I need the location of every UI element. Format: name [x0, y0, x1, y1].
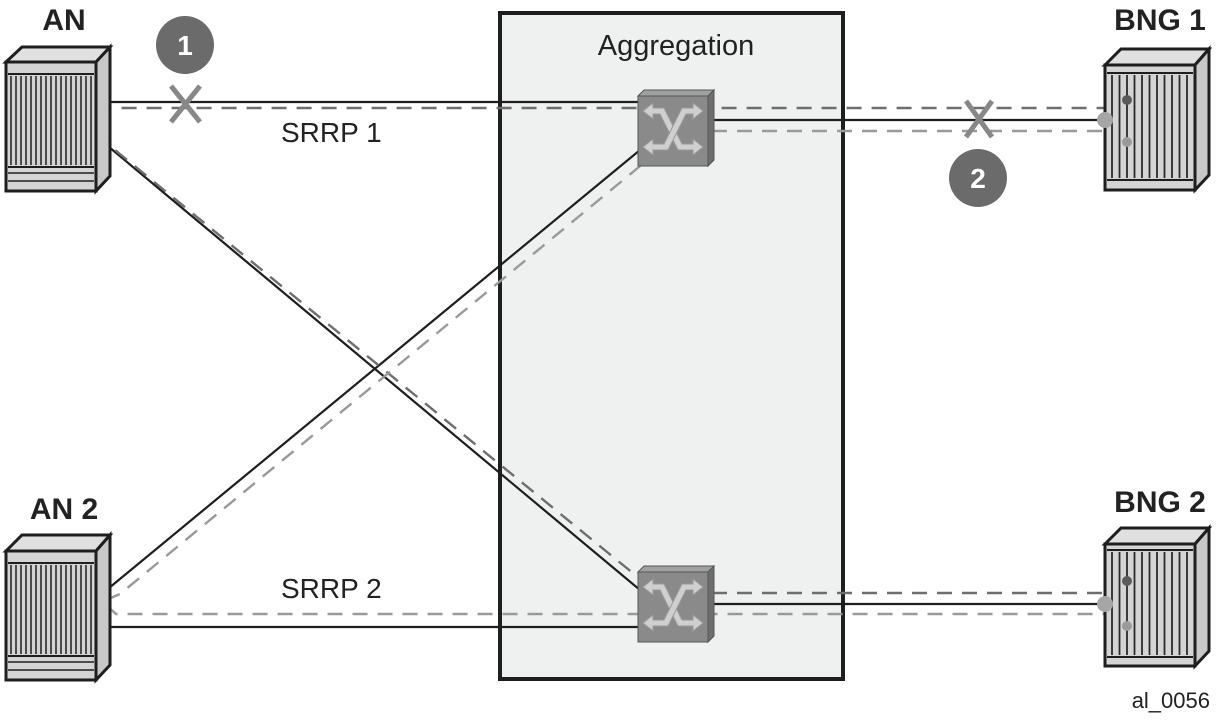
srrp2-path-bottom: [105, 604, 1105, 616]
bng-2[interactable]: BNG 2: [1097, 486, 1213, 670]
failure-x-2: [963, 99, 995, 139]
aggregation-switch-2[interactable]: [636, 564, 716, 644]
figure-id: al_0056: [1132, 688, 1210, 713]
an-label: AN: [42, 4, 85, 37]
physical-links: [108, 100, 1105, 629]
bng2-label: BNG 2: [1114, 486, 1206, 519]
bng1-label: BNG 1: [1114, 4, 1206, 37]
switch-icon: [642, 101, 704, 157]
chassis-icon: [2, 531, 114, 684]
aggregation-switch-1[interactable]: [636, 88, 716, 168]
failure-badge-1: 1: [156, 16, 214, 74]
port-indicator-light: [1122, 137, 1132, 147]
an2-label: AN 2: [30, 493, 98, 526]
aggregation-label: Aggregation: [598, 30, 754, 62]
port-connector: [1097, 596, 1113, 612]
port-indicator-light: [1122, 621, 1132, 631]
svg-text:1: 1: [177, 30, 193, 61]
srrp2-label: SRRP 2: [281, 573, 382, 604]
failure-badge-2: 2: [949, 149, 1007, 207]
chassis-icon: [2, 43, 114, 195]
svg-text:2: 2: [970, 163, 986, 194]
access-node-an-2[interactable]: AN 2: [2, 493, 114, 684]
switch-icon: [642, 577, 704, 633]
port-indicator-dark: [1122, 95, 1132, 105]
chassis-icon: [1101, 45, 1213, 194]
link-an2-sw1: [108, 149, 641, 589]
bng-1[interactable]: BNG 1: [1097, 4, 1213, 194]
srrp1-label: SRRP 1: [281, 117, 382, 148]
port-connector: [1097, 112, 1113, 128]
chassis-icon: [1101, 524, 1213, 670]
failure-x-1: [169, 84, 202, 124]
access-node-an[interactable]: AN: [2, 4, 114, 195]
port-indicator-dark: [1122, 576, 1132, 586]
